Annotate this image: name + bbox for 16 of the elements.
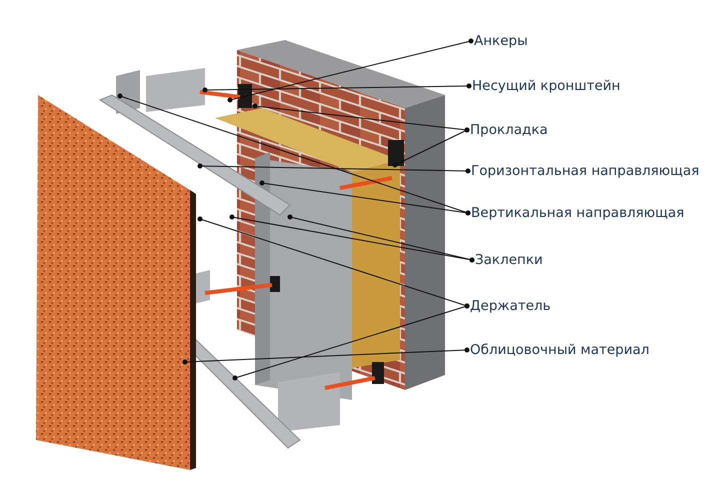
leader-line xyxy=(392,128,470,168)
part-label: Горизонтальная направляющая xyxy=(469,163,700,179)
part-label: Держатель xyxy=(468,298,551,314)
leader-line xyxy=(232,304,470,380)
part-label: Прокладка xyxy=(468,122,548,138)
part-label: Заклепки xyxy=(473,252,543,268)
part-label: Несущий кронштейн xyxy=(470,78,620,94)
leader-line xyxy=(198,164,470,174)
leader-line xyxy=(260,180,470,216)
part-label: Облицовочный материал xyxy=(468,342,650,358)
leader-line xyxy=(182,348,470,364)
leader-line xyxy=(228,38,474,102)
leader-line xyxy=(202,84,472,92)
part-label: Анкеры xyxy=(472,33,528,49)
leader-line xyxy=(288,214,474,262)
part-label: Вертикальная направляющая xyxy=(469,205,684,221)
